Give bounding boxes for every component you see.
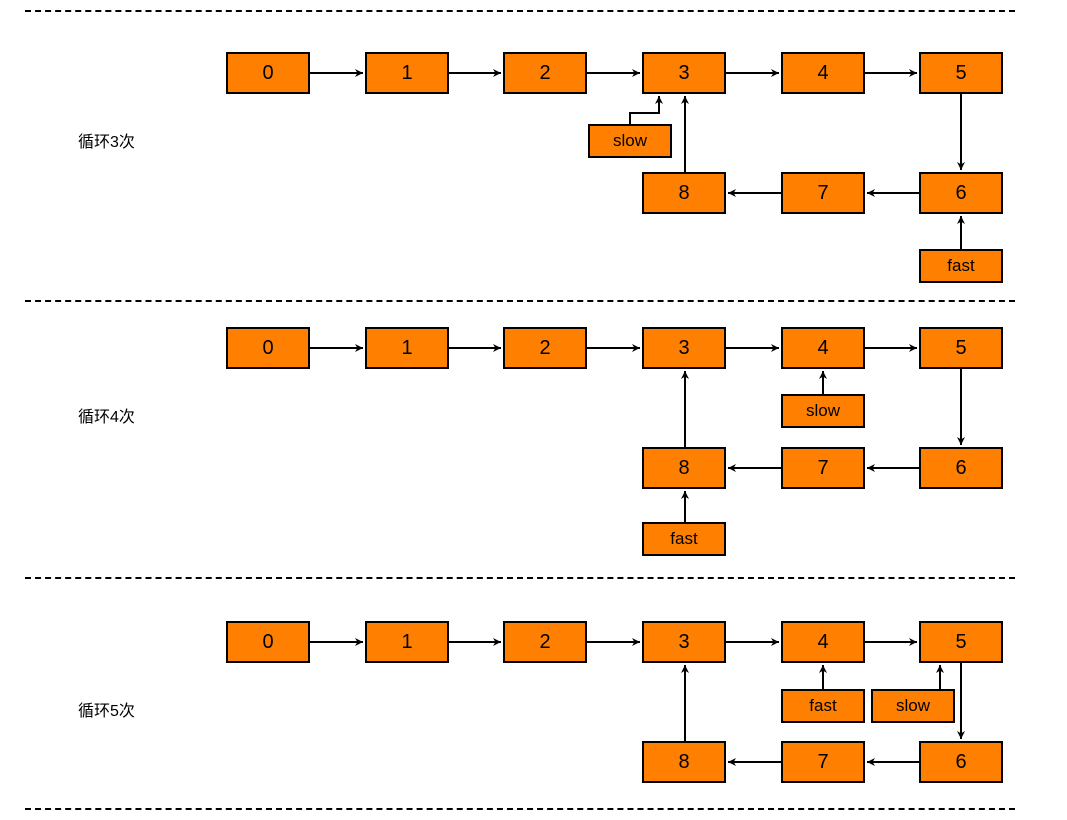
list-node-1: 1 [365,621,449,663]
list-node-6: 6 [919,741,1003,783]
list-node-0: 0 [226,327,310,369]
list-node-4: 4 [781,621,865,663]
list-node-3: 3 [642,621,726,663]
list-node-7: 7 [781,741,865,783]
list-node-6: 6 [919,447,1003,489]
list-node-8: 8 [642,172,726,214]
separator-line [25,300,1015,302]
list-node-2: 2 [503,327,587,369]
list-node-5: 5 [919,327,1003,369]
list-node-5: 5 [919,621,1003,663]
list-node-8: 8 [642,447,726,489]
list-node-7: 7 [781,172,865,214]
section-label-loop-3: 循环3次 [78,134,135,151]
list-node-0: 0 [226,52,310,94]
separator-line [25,10,1015,12]
list-node-4: 4 [781,52,865,94]
list-node-1: 1 [365,327,449,369]
arrow-slow-to-3 [629,96,663,124]
section-label-loop-5: 循环5次 [78,703,135,720]
slow-pointer: slow [781,394,865,428]
fast-pointer: fast [919,249,1003,283]
list-node-3: 3 [642,52,726,94]
separator-line [25,808,1015,810]
slow-pointer: slow [588,124,672,158]
list-node-4: 4 [781,327,865,369]
slow-pointer: slow [871,689,955,723]
section-label-loop-4: 循环4次 [78,409,135,426]
fast-pointer: fast [781,689,865,723]
list-node-1: 1 [365,52,449,94]
list-node-2: 2 [503,52,587,94]
list-node-8: 8 [642,741,726,783]
list-node-6: 6 [919,172,1003,214]
separator-line [25,577,1015,579]
list-node-2: 2 [503,621,587,663]
fast-pointer: fast [642,522,726,556]
list-node-5: 5 [919,52,1003,94]
list-node-0: 0 [226,621,310,663]
list-node-3: 3 [642,327,726,369]
list-node-7: 7 [781,447,865,489]
